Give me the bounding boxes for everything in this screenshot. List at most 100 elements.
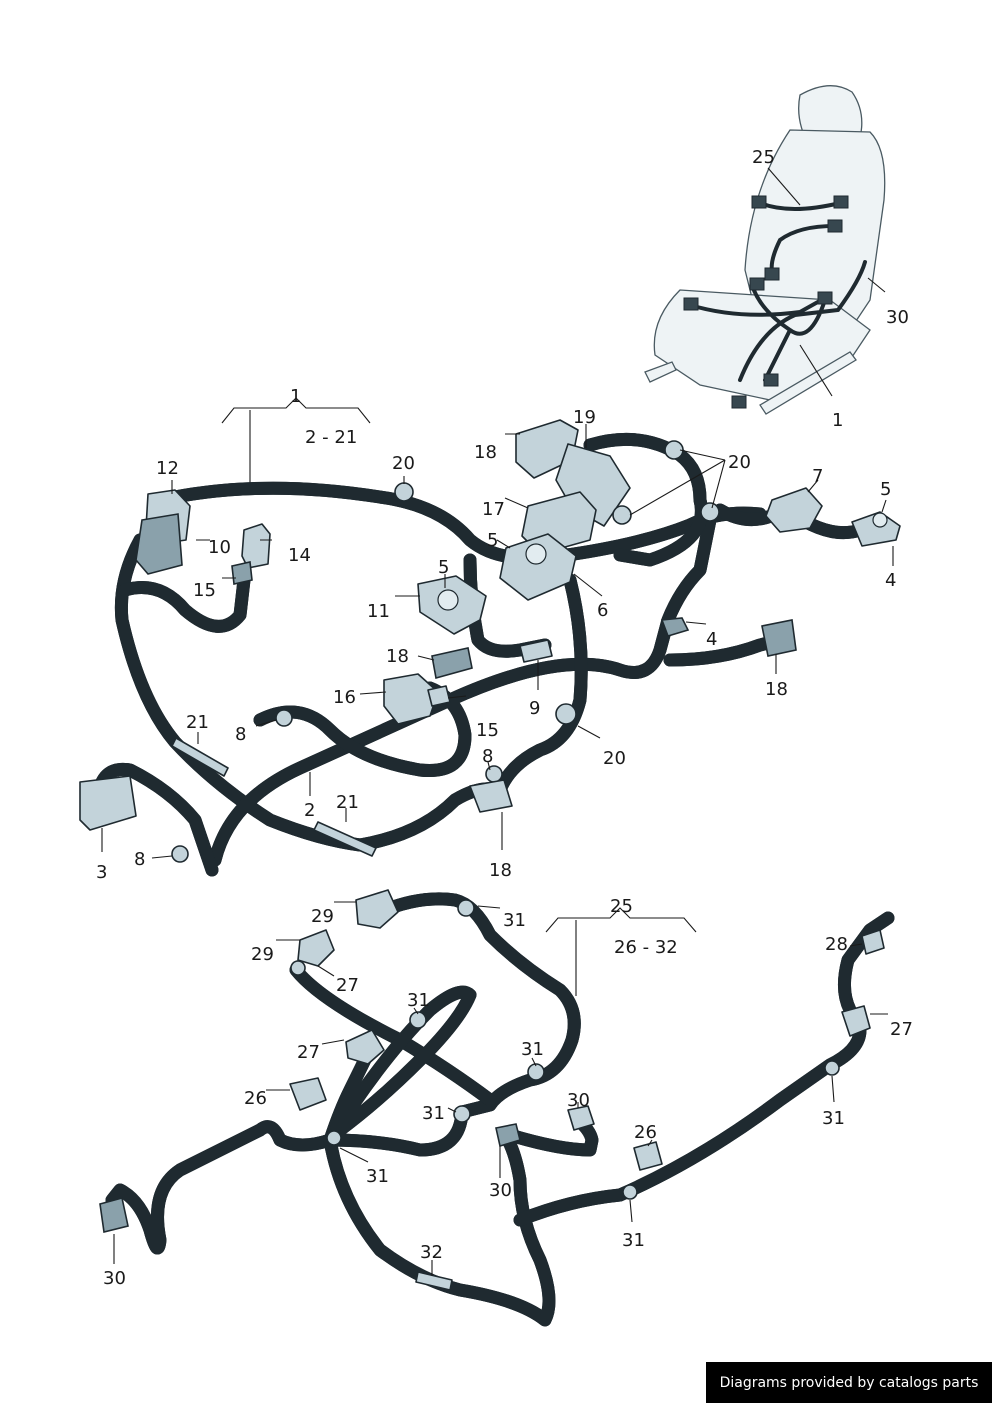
callout-15: 15 xyxy=(476,720,499,741)
callout-31: 31 xyxy=(422,1103,445,1124)
seat-connector xyxy=(683,297,699,311)
connector-30 xyxy=(567,1105,595,1131)
callout-30: 30 xyxy=(489,1180,512,1201)
fastener-5 xyxy=(525,543,547,565)
seat-harness-lower xyxy=(688,260,867,382)
seat-connector xyxy=(749,277,765,291)
connector-29 xyxy=(297,929,335,967)
callout-21: 21 xyxy=(186,712,209,733)
callout-27: 27 xyxy=(297,1042,320,1063)
clip-31 xyxy=(457,899,475,917)
callout-12: 12 xyxy=(156,458,179,479)
seat-rail-left xyxy=(644,361,677,383)
connector-18 xyxy=(469,779,513,813)
callout-4: 4 xyxy=(885,570,896,591)
grommet-20 xyxy=(394,482,414,502)
grommet-20 xyxy=(612,505,632,525)
leader-line xyxy=(767,167,801,206)
callout-27: 27 xyxy=(890,1019,913,1040)
callout-11: 11 xyxy=(367,601,390,622)
callout-17: 17 xyxy=(482,499,505,520)
connector-30 xyxy=(99,1197,129,1233)
seat-rail-right xyxy=(759,351,857,415)
callout-5: 5 xyxy=(487,530,498,551)
callout-1: 1 xyxy=(832,410,843,431)
clip-32 xyxy=(415,1271,453,1291)
clip-9 xyxy=(519,639,553,663)
clip-4 xyxy=(660,617,690,637)
clip-31 xyxy=(326,1130,342,1146)
callout-19: 19 xyxy=(573,407,596,428)
connector-7 xyxy=(765,487,823,533)
callout-8: 8 xyxy=(482,746,493,767)
callout-31: 31 xyxy=(407,990,430,1011)
callout-18: 18 xyxy=(386,646,409,667)
callout-32: 32 xyxy=(420,1242,443,1263)
group-bracket xyxy=(221,397,371,424)
callout-30: 30 xyxy=(886,307,909,328)
callout-26: 26 xyxy=(634,1122,657,1143)
callout-9: 9 xyxy=(529,698,540,719)
clip-31 xyxy=(453,1105,471,1123)
callout-8: 8 xyxy=(134,849,145,870)
callout-10: 10 xyxy=(208,537,231,558)
fastener-5 xyxy=(437,589,459,611)
connector-18 xyxy=(431,647,473,680)
leader-line xyxy=(867,277,886,293)
callout-29: 29 xyxy=(311,906,334,927)
group-25-range: 26 - 32 xyxy=(614,937,678,958)
callout-31: 31 xyxy=(822,1108,845,1129)
group-25-id: 25 xyxy=(610,896,633,917)
callout-8: 8 xyxy=(235,724,246,745)
bolt-8 xyxy=(275,709,293,727)
callout-5: 5 xyxy=(438,557,449,578)
callout-31: 31 xyxy=(366,1166,389,1187)
callout-2: 2 xyxy=(304,800,315,821)
control-unit-6 xyxy=(499,533,577,601)
group-1-range: 2 - 21 xyxy=(305,427,357,448)
group-1-id: 1 xyxy=(290,386,301,407)
callout-18: 18 xyxy=(765,679,788,700)
connector-14 xyxy=(241,523,271,569)
callout-30: 30 xyxy=(103,1268,126,1289)
connector-26 xyxy=(289,1077,327,1111)
control-unit-16 xyxy=(383,673,439,725)
callout-31: 31 xyxy=(503,910,526,931)
callout-16: 16 xyxy=(333,687,356,708)
leader-line xyxy=(113,901,888,1276)
leader-line xyxy=(799,344,833,397)
seat-headrest xyxy=(798,85,863,139)
connector-15 xyxy=(231,561,253,585)
grommet-20 xyxy=(664,440,684,460)
bolt-8 xyxy=(171,845,189,863)
callout-26: 26 xyxy=(244,1088,267,1109)
harness-group-25: 25 26 - 32 29 31 29 xyxy=(99,889,913,1327)
clip-21 xyxy=(171,737,229,777)
callout-29: 29 xyxy=(251,944,274,965)
connector-28 xyxy=(861,929,885,955)
callout-20: 20 xyxy=(728,452,751,473)
clip-31 xyxy=(527,1063,545,1081)
callout-5: 5 xyxy=(880,479,891,500)
seat-connector xyxy=(833,195,849,209)
seat-connector xyxy=(763,373,779,387)
callout-15: 15 xyxy=(193,580,216,601)
clip-27 xyxy=(290,960,306,976)
callout-31: 31 xyxy=(622,1230,645,1251)
seat-connector xyxy=(731,395,747,409)
callout-28: 28 xyxy=(825,934,848,955)
callout-27: 27 xyxy=(336,975,359,996)
callout-14: 14 xyxy=(288,545,311,566)
callout-20: 20 xyxy=(603,748,626,769)
fastener-5 xyxy=(872,512,888,528)
connector-3 xyxy=(79,775,137,831)
connector-15 xyxy=(427,685,451,707)
seat-connector xyxy=(827,219,843,233)
seat-illustration: 25 30 1 xyxy=(644,85,909,431)
connector-30 xyxy=(495,1123,521,1148)
seat-connector xyxy=(764,267,780,281)
wire-loom xyxy=(493,573,588,797)
clip-31 xyxy=(409,1011,427,1029)
